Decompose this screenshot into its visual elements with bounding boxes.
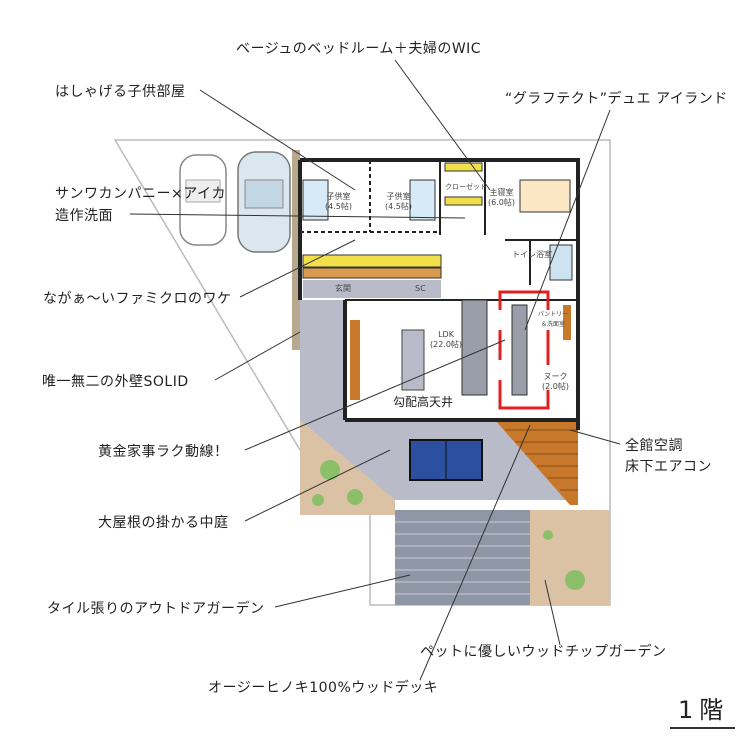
room-sc: SC [415, 284, 426, 293]
label-aircon-2: 床下エアコン [625, 459, 712, 475]
label-courtyard: 大屋根の掛かる中庭 [98, 515, 229, 531]
label-island: “グラフテクト”デュエ アイランド [505, 91, 728, 107]
leader-lines [129, 59, 621, 681]
label-bedroom-wic: ベージュのベッドルーム＋夫婦のWIC [236, 41, 482, 57]
room-kids2: 子供室(4.5帖) [385, 192, 412, 211]
room-entrance: 玄関 [335, 284, 351, 293]
label-washbasin-2: 造作洗面 [55, 208, 113, 224]
label-tile-garden: タイル張りのアウトドアガーデン [47, 601, 265, 617]
label-aircon-1: 全館空調 [625, 438, 683, 454]
entrance-floor [303, 280, 441, 298]
family-closet [302, 254, 442, 268]
wood-deck [495, 420, 578, 505]
label-washbasin-1: サンワカンパニー×アイカ [55, 186, 227, 202]
room-nook: ヌーク(2.0帖) [542, 372, 569, 391]
room-ldk: LDK(22.0帖) [430, 330, 463, 349]
room-master: 主寝室(6.0帖) [488, 188, 515, 207]
woodchip-garden [530, 510, 610, 605]
room-ceiling: 勾配高天井 [393, 395, 454, 409]
label-exterior-wall: 唯一無二の外壁SOLID [42, 374, 189, 390]
housework-route-arrows [498, 290, 550, 410]
building-wall [300, 158, 580, 430]
label-wood-deck: オージーヒノキ100%ウッドデッキ [208, 680, 439, 696]
exterior-wall-solid [292, 150, 300, 350]
room-toilet: トイレ [512, 250, 536, 259]
courtyard [300, 300, 570, 500]
label-woodchip-garden: ペットに優しいウッドチップガーデン [420, 644, 667, 660]
label-housework-route: 黄金家事ラク動線！ [98, 444, 229, 460]
room-bath: 浴室 [536, 250, 552, 259]
sofa [401, 329, 425, 391]
room-closet: クローゼット [445, 183, 487, 191]
label-family-closet: ながぁ〜いファミクロのワケ [43, 291, 232, 307]
room-pantry: パントリー＆洗面室 [537, 311, 569, 328]
island-kitchen [461, 299, 488, 396]
room-kids1: 子供室(4.5帖) [325, 192, 352, 211]
label-kids-room: はしゃげる子供部屋 [55, 84, 186, 100]
floor-label: 1階 [670, 690, 736, 729]
